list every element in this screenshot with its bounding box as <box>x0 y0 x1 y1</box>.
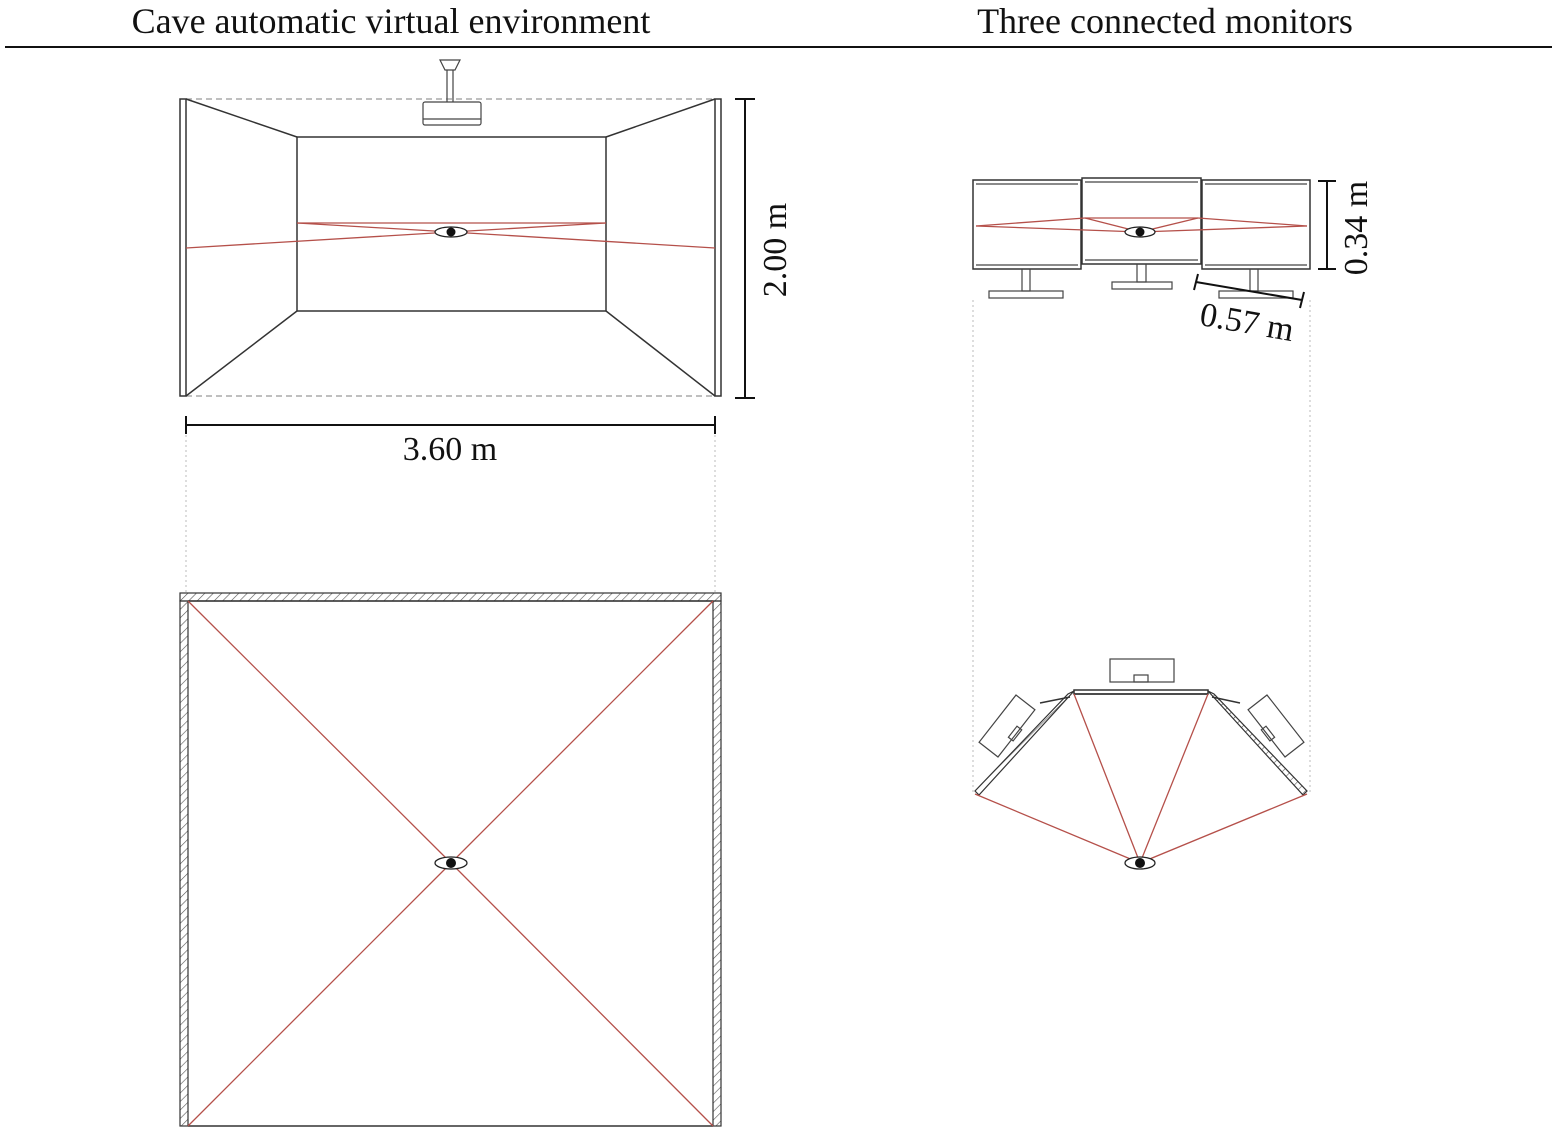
monitors-top-view <box>974 658 1308 870</box>
eye-icon <box>434 226 468 238</box>
cave-projection-guides <box>185 435 716 595</box>
monitor-projection-guides <box>972 300 1311 795</box>
cave-top-view <box>179 592 722 1127</box>
monitor-top-sightlines <box>974 693 1308 864</box>
eye-icon <box>1124 856 1156 870</box>
cave-height-dimension <box>735 98 755 399</box>
monitor-front-sightlines <box>975 217 1308 233</box>
cave-front-sightlines <box>185 222 716 249</box>
monitors-heading: Three connected monitors <box>977 1 1353 41</box>
monitor-height-label: 0.34 m <box>1338 181 1375 275</box>
cave-width-label: 3.60 m <box>403 431 497 468</box>
monitors-front-view <box>972 177 1311 299</box>
eye-icon <box>434 856 468 870</box>
cave-width-dimension <box>185 416 716 434</box>
cave-height-label: 2.00 m <box>757 203 794 297</box>
monitor-height-dimension <box>1318 180 1336 270</box>
eye-icon <box>1124 226 1156 238</box>
monitor-width-dimension <box>1193 273 1305 309</box>
projector-icon <box>422 59 482 126</box>
cave-top-sightlines <box>187 600 714 1127</box>
cave-heading: Cave automatic virtual environment <box>131 1 651 41</box>
cave-front-view <box>179 59 722 397</box>
monitor-width-label: 0.57 m <box>1197 296 1296 349</box>
